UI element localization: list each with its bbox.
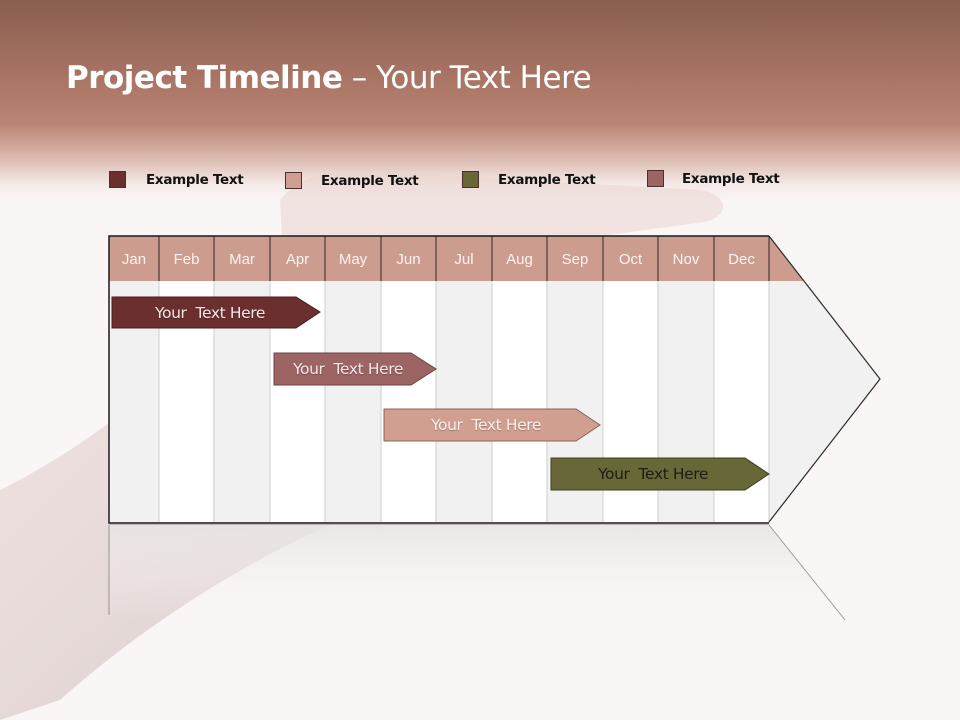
month-header-feb: Feb	[173, 250, 200, 268]
month-header-nov: Nov	[672, 250, 700, 268]
title-subtitle-part: – Your Text Here	[342, 60, 592, 96]
legend-label: Example Text	[682, 170, 780, 187]
month-header-jul: Jul	[454, 250, 474, 268]
legend-item: Example Text	[109, 171, 244, 188]
legend-label: Example Text	[321, 172, 419, 189]
task-bar-4: Your Text Here	[598, 465, 708, 483]
legend-swatch-olive	[462, 171, 479, 188]
legend-swatch-salmon	[285, 172, 302, 189]
slide-title: Project Timeline – Your Text Here	[66, 60, 592, 96]
legend-swatch-dark-maroon	[109, 171, 126, 188]
task-bar-2: Your Text Here	[293, 360, 403, 378]
task-bar-3: Your Text Here	[431, 416, 541, 434]
month-header-jan: Jan	[121, 250, 147, 268]
month-header-sep: Sep	[561, 250, 589, 268]
month-header-may: May	[338, 250, 368, 268]
task-bar-1: Your Text Here	[155, 303, 265, 322]
month-header-oct: Oct	[618, 250, 643, 268]
month-header-jun: Jun	[396, 250, 421, 268]
legend-label: Example Text	[146, 171, 244, 188]
legend-item: Example Text	[647, 170, 780, 187]
legend-swatch-rose	[647, 170, 664, 187]
legend-item: Example Text	[462, 171, 596, 188]
month-header-dec: Dec	[728, 250, 755, 268]
title-bold-part: Project Timeline	[66, 60, 343, 96]
month-header-apr: Apr	[285, 250, 310, 268]
month-header-aug: Aug	[506, 250, 533, 268]
legend-label: Example Text	[498, 171, 596, 188]
month-header-mar: Mar	[229, 250, 255, 268]
header-band	[0, 0, 960, 200]
legend-item: Example Text	[285, 172, 419, 189]
